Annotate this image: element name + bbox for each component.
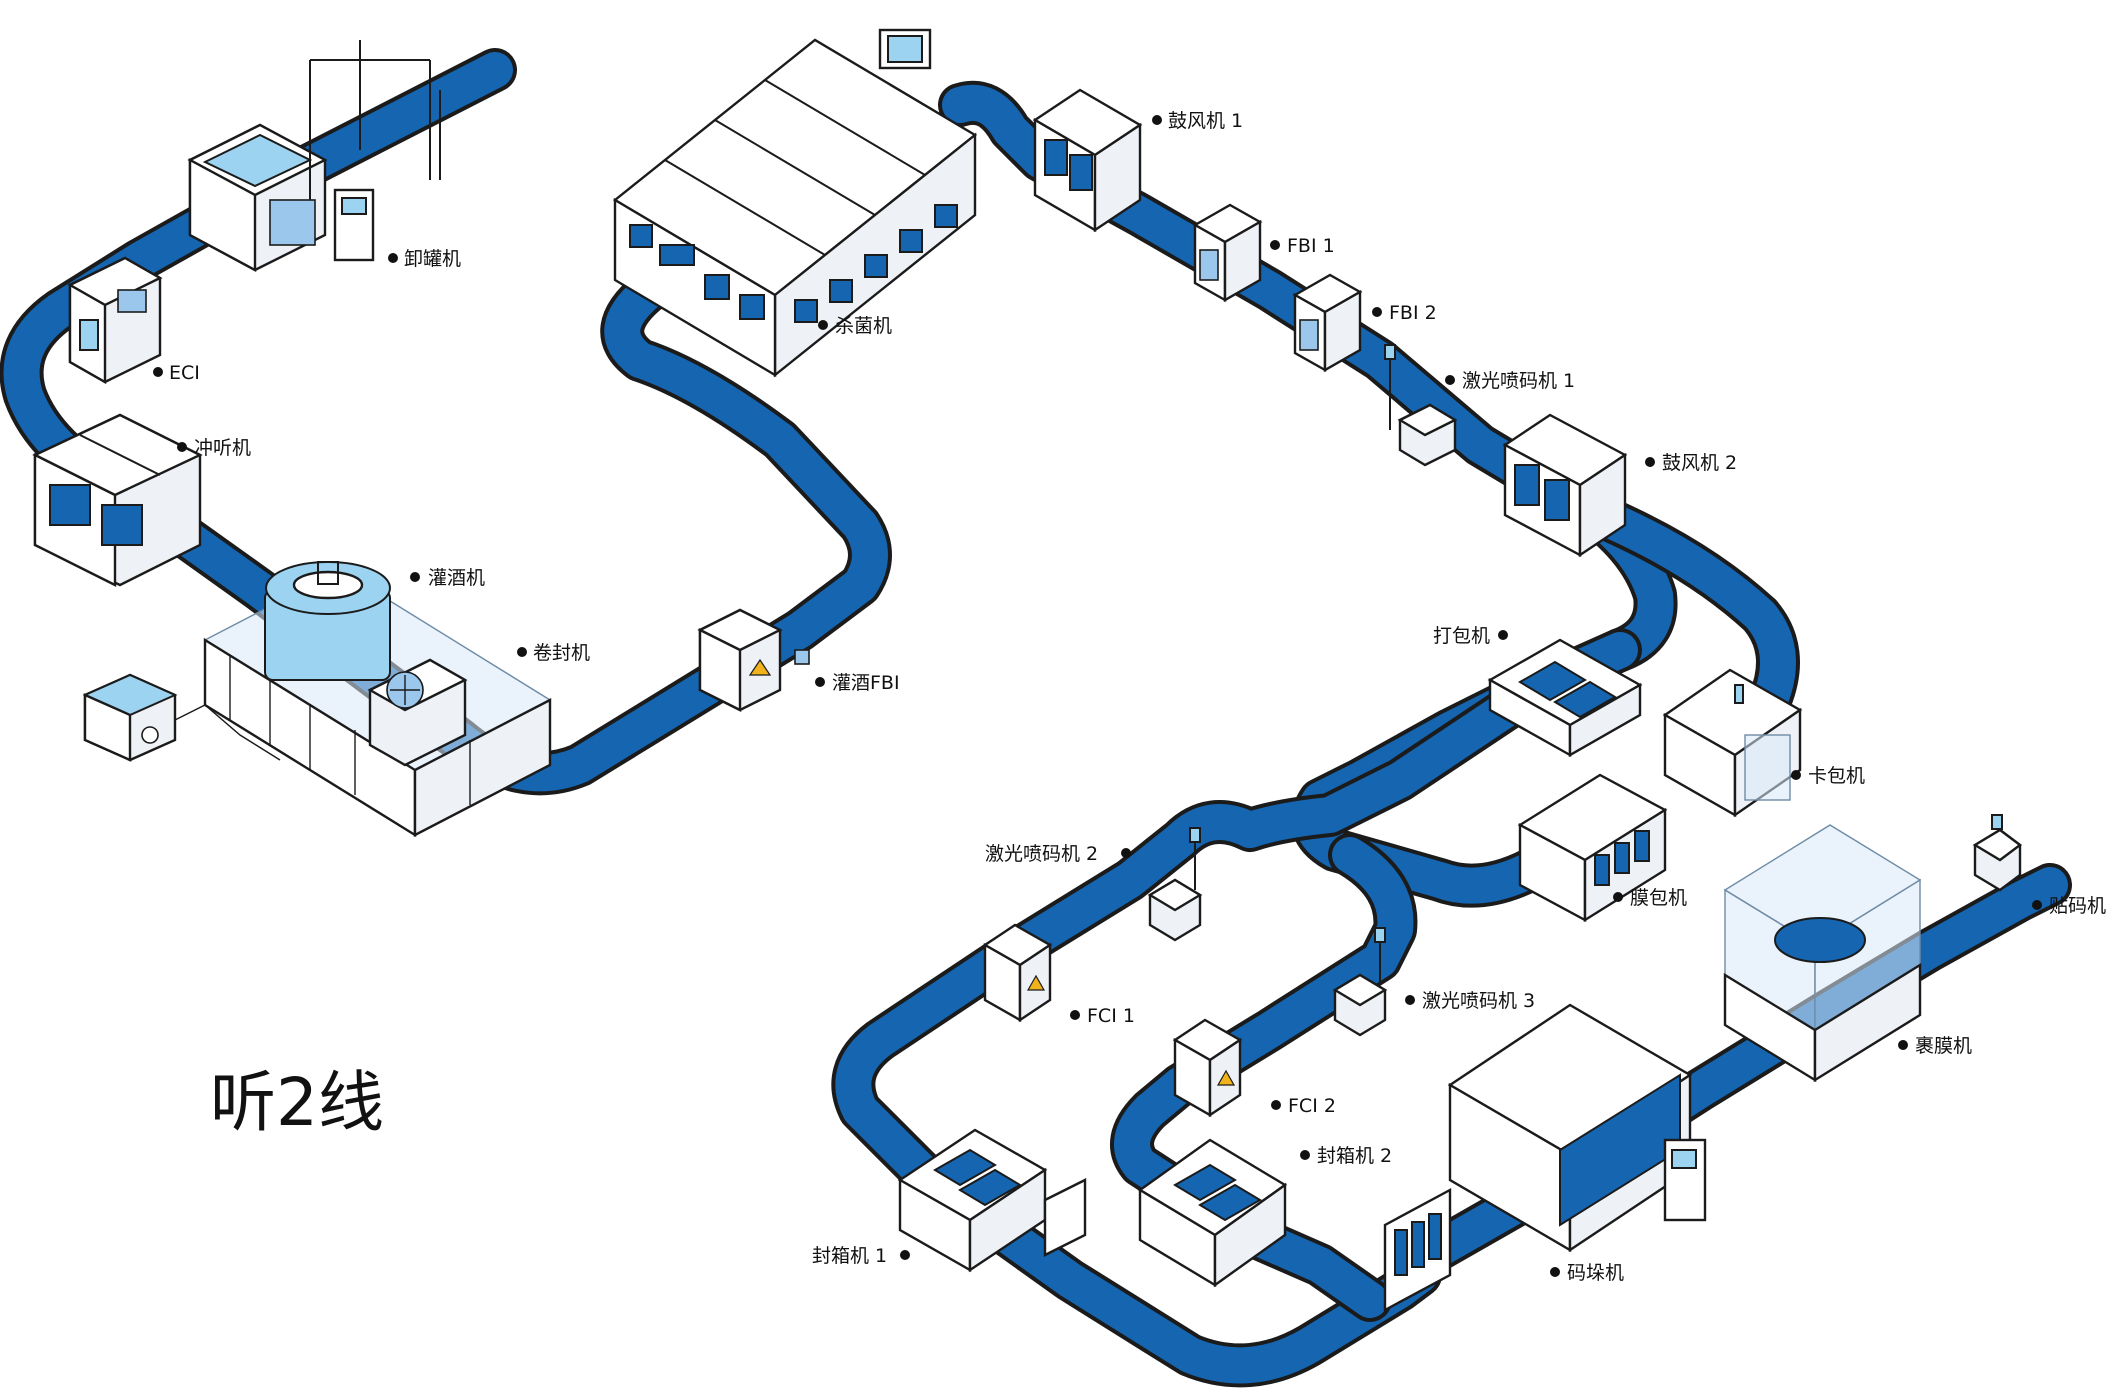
label-laser-2: 激光喷码机 2 (985, 843, 1131, 865)
machine-palletizer[interactable] (1385, 1005, 1705, 1310)
machine-fci-2[interactable] (1175, 1020, 1240, 1115)
machine-unloader[interactable] (190, 40, 440, 270)
label-wrapper: 裹膜机 (1898, 1035, 1972, 1057)
label-fill-fbi: 灌酒FBI (815, 672, 900, 694)
svg-text:鼓风机 2: 鼓风机 2 (1662, 452, 1737, 474)
label-filler: 灌酒机 (410, 567, 485, 589)
svg-text:封箱机 2: 封箱机 2 (1317, 1145, 1392, 1167)
machine-labeler[interactable] (1975, 815, 2020, 890)
label-fci-2: FCI 2 (1271, 1095, 1336, 1117)
svg-text:灌酒FBI: 灌酒FBI (832, 672, 900, 694)
svg-text:激光喷码机 1: 激光喷码机 1 (1462, 370, 1575, 392)
label-unloader: 卸罐机 (388, 248, 461, 270)
label-blower-2: 鼓风机 2 (1645, 452, 1737, 474)
machine-pasteurizer[interactable] (615, 30, 975, 375)
label-packer: 打包机 (1433, 625, 1508, 647)
label-blower-1: 鼓风机 1 (1152, 110, 1243, 132)
label-sealer-1: 封箱机 1 (812, 1245, 910, 1267)
label-fci-1: FCI 1 (1070, 1005, 1135, 1027)
label-fbi-2: FBI 2 (1372, 302, 1437, 324)
svg-text:FCI 2: FCI 2 (1288, 1095, 1336, 1117)
svg-text:激光喷码机 3: 激光喷码机 3 (1422, 990, 1535, 1012)
label-laser-3: 激光喷码机 3 (1405, 990, 1535, 1012)
machine-fbi-1[interactable] (1195, 205, 1260, 300)
svg-text:打包机: 打包机 (1433, 625, 1490, 647)
svg-text:贴码机: 贴码机 (2049, 895, 2106, 917)
machine-fci-1[interactable] (985, 925, 1050, 1020)
svg-text:裹膜机: 裹膜机 (1915, 1035, 1972, 1057)
label-fbi-1: FBI 1 (1270, 235, 1335, 257)
machine-blower-1[interactable] (1035, 90, 1140, 230)
svg-text:膜包机: 膜包机 (1630, 887, 1687, 909)
machine-wrapper[interactable] (1725, 825, 1920, 1080)
svg-text:ECI: ECI (169, 362, 200, 384)
svg-text:杀菌机: 杀菌机 (835, 315, 892, 337)
svg-text:灌酒机: 灌酒机 (428, 567, 485, 589)
svg-text:FBI 2: FBI 2 (1389, 302, 1437, 324)
machine-blower-2[interactable] (1505, 415, 1625, 555)
svg-text:卸罐机: 卸罐机 (404, 248, 461, 270)
svg-text:激光喷码机 2: 激光喷码机 2 (985, 843, 1098, 865)
svg-text:冲听机: 冲听机 (194, 437, 251, 459)
label-card-packer: 卡包机 (1791, 765, 1865, 787)
svg-text:码垛机: 码垛机 (1567, 1262, 1624, 1284)
label-sealer-2: 封箱机 2 (1300, 1145, 1392, 1167)
label-seamer: 卷封机 (517, 642, 590, 664)
svg-text:FCI 1: FCI 1 (1087, 1005, 1135, 1027)
label-laser-1: 激光喷码机 1 (1445, 370, 1575, 392)
svg-text:卷封机: 卷封机 (533, 642, 590, 664)
svg-text:鼓风机 1: 鼓风机 1 (1168, 110, 1243, 132)
machine-fbi-2[interactable] (1295, 275, 1360, 370)
svg-text:卡包机: 卡包机 (1808, 765, 1865, 787)
label-eci: ECI (153, 362, 200, 384)
svg-text:FBI 1: FBI 1 (1287, 235, 1335, 257)
diagram-title: 听2线 (210, 1064, 384, 1141)
svg-text:封箱机 1: 封箱机 1 (812, 1245, 887, 1267)
label-palletizer: 码垛机 (1550, 1262, 1624, 1284)
